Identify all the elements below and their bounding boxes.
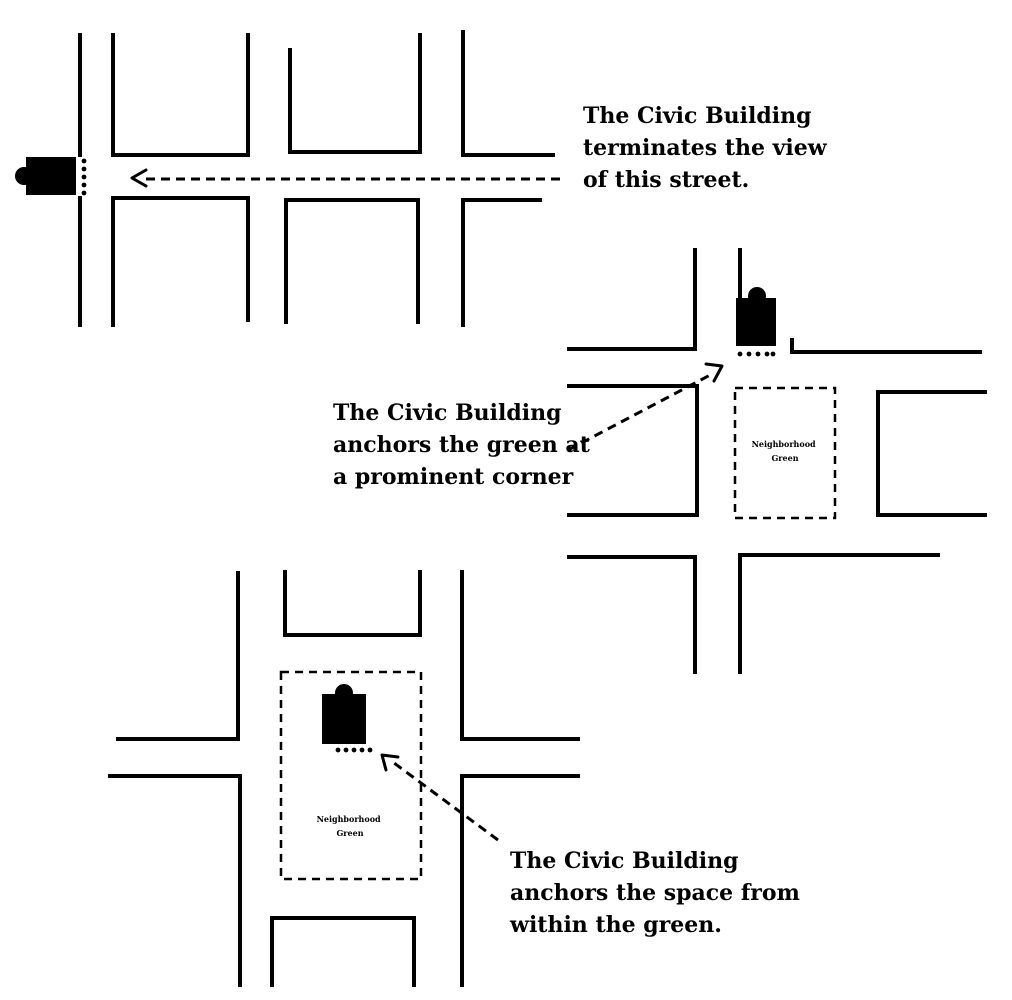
caption-line: within the green. bbox=[509, 912, 722, 938]
caption-line: anchors the space from bbox=[510, 880, 800, 906]
civic-building-icon bbox=[15, 157, 87, 196]
green-label: Neighborhood Green bbox=[752, 439, 819, 463]
anchor-arrow bbox=[380, 753, 499, 842]
caption-line: a prominent corner bbox=[333, 464, 574, 490]
caption-within: The Civic Building anchors the space fro… bbox=[509, 848, 808, 938]
caption-line: anchors the green at bbox=[333, 432, 591, 458]
civic-building-icon bbox=[322, 684, 373, 753]
caption-line: The Civic Building bbox=[510, 848, 739, 874]
caption-line: terminates the view bbox=[583, 135, 828, 161]
panel-prominent-corner: Neighborhood Green The Civic Building an… bbox=[333, 248, 987, 674]
street-grid-bottom bbox=[108, 570, 580, 987]
green-label: Neighborhood Green bbox=[317, 814, 384, 838]
neighborhood-green bbox=[279, 670, 423, 881]
caption-line: of this street. bbox=[583, 167, 749, 193]
view-arrow bbox=[130, 168, 560, 188]
panel-within-green: Neighborhood Green The Civic Building an… bbox=[108, 570, 808, 987]
panel-terminates-view: The Civic Building terminates the view o… bbox=[15, 30, 834, 327]
caption-corner: The Civic Building anchors the green at … bbox=[333, 400, 597, 490]
caption-line: The Civic Building bbox=[333, 400, 562, 426]
street-grid-top bbox=[78, 30, 555, 327]
anchor-arrow bbox=[567, 362, 724, 452]
caption-terminates: The Civic Building terminates the view o… bbox=[583, 103, 834, 193]
street-grid-right bbox=[567, 248, 987, 674]
caption-line: The Civic Building bbox=[583, 103, 812, 129]
neighborhood-green bbox=[733, 386, 837, 520]
civic-building-icon bbox=[736, 287, 776, 357]
